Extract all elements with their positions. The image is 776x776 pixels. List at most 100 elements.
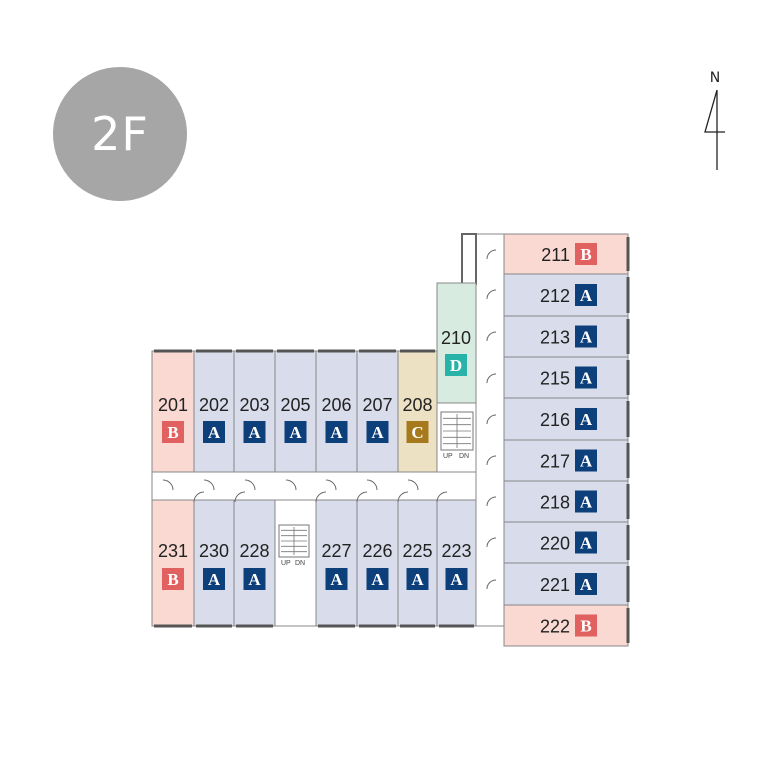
room-number: 203 — [239, 395, 269, 415]
room-type-letter: A — [371, 570, 384, 589]
room-type-badge: A — [203, 421, 225, 443]
room-number: 216 — [540, 410, 570, 430]
room-type-badge: A — [575, 284, 597, 306]
door-swing — [366, 479, 378, 491]
door-swing — [244, 479, 256, 491]
room-221[interactable]: 221 A — [503, 562, 630, 606]
room-number: 206 — [321, 395, 351, 415]
room-type-badge: A — [406, 568, 429, 590]
room-number: 205 — [280, 395, 310, 415]
room-type-badge: A — [575, 531, 597, 554]
room-type-letter: D — [450, 356, 462, 375]
door-swing — [486, 579, 497, 590]
north-label: N — [709, 70, 721, 86]
room-type-letter: A — [289, 423, 302, 442]
door-swing — [203, 479, 215, 491]
room-type-letter: A — [248, 423, 261, 442]
door-swing — [486, 249, 497, 260]
room-type-badge: B — [162, 568, 184, 590]
door-swing — [356, 491, 368, 503]
room-type-badge: A — [243, 568, 266, 590]
door-swing — [407, 479, 419, 491]
room-number: 228 — [239, 541, 269, 561]
door-swing — [315, 491, 327, 503]
room-type-badge: A — [575, 573, 597, 595]
door-swing — [486, 414, 497, 425]
room-217[interactable]: 217 A — [503, 439, 630, 482]
stair-up-label: UP — [443, 453, 453, 460]
room-type-badge: A — [575, 449, 597, 472]
room-type-badge: D — [445, 354, 467, 376]
door-swing — [486, 455, 497, 466]
room-type-letter: B — [580, 617, 591, 636]
stair-core: UP DN — [278, 524, 310, 567]
room-type-letter: A — [330, 570, 343, 589]
room-type-badge: B — [575, 614, 597, 637]
room-type-badge: A — [325, 568, 348, 590]
room-type-letter: A — [580, 410, 593, 429]
room-type-badge: B — [162, 421, 184, 443]
door-swing — [436, 491, 448, 503]
room-type-badge: A — [366, 421, 389, 443]
room-number: 211 — [541, 245, 570, 265]
room-number: 222 — [540, 617, 570, 637]
room-number: 217 — [540, 452, 570, 472]
room-type-letter: A — [580, 575, 593, 594]
room-type-letter: A — [248, 570, 261, 589]
stair-down-label: DN — [295, 560, 305, 567]
room-216[interactable]: 216 A — [503, 397, 630, 441]
room-type-letter: A — [208, 570, 221, 589]
room-type-letter: A — [330, 423, 343, 442]
stair-up-label: UP — [281, 560, 291, 567]
room-222[interactable]: 222 B — [503, 604, 630, 647]
room-type-letter: A — [580, 452, 593, 471]
room-type-badge: A — [366, 568, 389, 590]
room-type-letter: B — [167, 570, 178, 589]
room-type-badge: A — [325, 421, 348, 443]
room-type-badge: A — [575, 490, 597, 513]
room-type-letter: B — [167, 423, 178, 442]
room-type-badge: A — [445, 568, 468, 590]
room-number: 208 — [402, 395, 432, 415]
room-type-letter: A — [450, 570, 463, 589]
door-swing — [397, 491, 409, 503]
room-type-badge: A — [575, 408, 597, 430]
room-number: 202 — [199, 395, 229, 415]
door-swing — [486, 331, 497, 342]
room-number: 226 — [362, 541, 392, 561]
room-number: 207 — [362, 395, 392, 415]
room-type-letter: A — [580, 369, 593, 388]
door-swing — [193, 491, 205, 503]
room-type-letter: C — [411, 423, 423, 442]
room-number: 225 — [402, 541, 432, 561]
room-number: 221 — [540, 575, 570, 595]
room-type-badge: A — [203, 568, 225, 590]
room-type-letter: A — [580, 493, 593, 512]
